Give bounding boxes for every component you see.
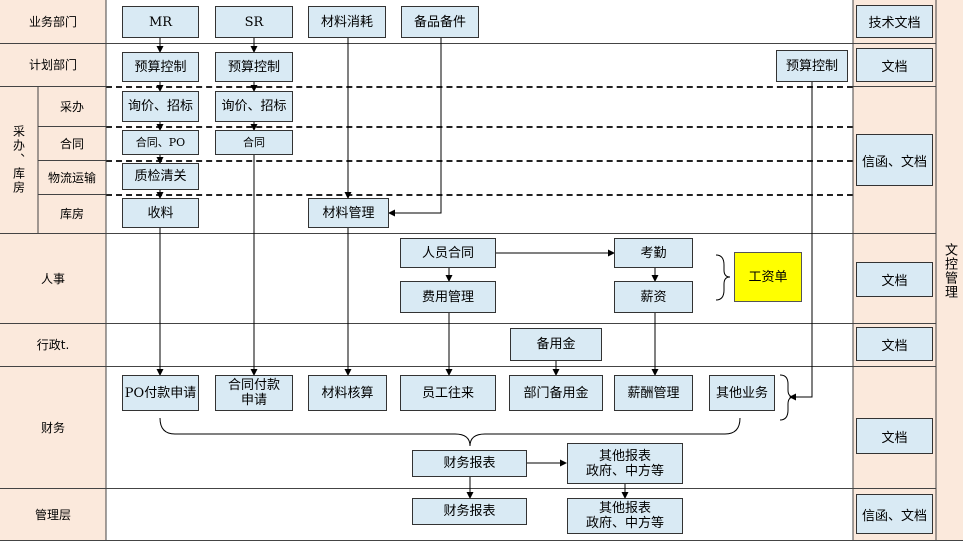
staff-contract-box[interactable]: 人员合同	[400, 238, 496, 268]
qc-customs-box[interactable]: 质检清关	[122, 163, 199, 190]
staff-transactions-box[interactable]: 员工往来	[400, 375, 496, 411]
dashed-separator	[106, 126, 853, 128]
inquiry-tender-box[interactable]: 询价、招标	[215, 91, 293, 122]
doc-control-text: 文控管理	[942, 242, 957, 299]
dashed-separator	[106, 194, 853, 196]
other-business-box[interactable]: 其他业务	[709, 375, 775, 411]
divider	[38, 160, 106, 161]
other-report-line2: 政府、中方等	[585, 463, 664, 479]
lane-label-planning: 计划部门	[28, 58, 77, 72]
payroll-box[interactable]: 工资单	[734, 252, 802, 302]
sr-box[interactable]: SR	[215, 6, 293, 38]
expense-management-box[interactable]: 费用管理	[400, 281, 496, 313]
divider	[0, 323, 936, 324]
contract-po-box[interactable]: 合同、PO	[122, 130, 199, 155]
doc-business[interactable]: 技术文档	[856, 5, 933, 38]
salary-box[interactable]: 薪资	[614, 281, 693, 313]
doc-admin[interactable]: 文档	[856, 327, 933, 361]
lane-label-management: 管理层	[34, 508, 71, 522]
management-financial-report-box[interactable]: 财务报表	[412, 498, 527, 525]
lane-label-purchasing-group: 采办、库房	[0, 86, 38, 233]
doc-hr[interactable]: 文档	[856, 262, 933, 297]
lane-label-admin: 行政t.	[36, 338, 70, 352]
attendance-box[interactable]: 考勤	[614, 238, 693, 268]
lane-label-finance: 财务	[40, 420, 65, 435]
inquiry-tender-box[interactable]: 询价、招标	[122, 91, 199, 122]
contract-payment-request-box[interactable]: 合同付款申请	[215, 375, 293, 411]
salary-management-box[interactable]: 薪酬管理	[614, 375, 693, 411]
divider	[38, 126, 106, 127]
contract-box[interactable]: 合同	[215, 130, 293, 155]
doc-finance[interactable]: 文档	[856, 418, 933, 454]
lane-label-contract: 合同	[59, 136, 84, 151]
other-report-box[interactable]: 其他报表 政府、中方等	[567, 443, 683, 484]
dashed-separator	[106, 86, 853, 88]
doc-control-label: 文控管理	[936, 0, 963, 541]
doc-planning[interactable]: 文档	[856, 48, 933, 82]
budget-control-box[interactable]: 预算控制	[122, 52, 199, 82]
mr-box[interactable]: MR	[122, 6, 199, 38]
po-payment-request-box[interactable]: PO付款申请	[122, 375, 199, 411]
material-accounting-box[interactable]: 材料核算	[308, 375, 387, 411]
receive-material-box[interactable]: 收料	[122, 198, 199, 228]
dashed-separator	[106, 160, 853, 162]
mgmt-other-report-line2: 政府、中方等	[585, 516, 664, 531]
divider	[0, 366, 936, 367]
spare-parts-box[interactable]: 备品备件	[401, 6, 479, 38]
divider	[38, 194, 106, 195]
petty-cash-box[interactable]: 备用金	[510, 328, 602, 361]
divider	[0, 488, 936, 489]
divider	[0, 233, 936, 234]
lane-label-purchase: 采办	[59, 99, 84, 114]
management-other-report-box[interactable]: 其他报表 政府、中方等	[567, 498, 683, 534]
mgmt-other-report-line1: 其他报表	[598, 501, 651, 516]
financial-report-box[interactable]: 财务报表	[412, 450, 527, 477]
other-report-line1: 其他报表	[598, 448, 651, 464]
doc-management[interactable]: 信函、文档	[856, 494, 933, 534]
lane-label-business: 业务部门	[28, 15, 77, 29]
doc-purchasing[interactable]: 信函、文档	[856, 134, 933, 186]
divider	[0, 43, 936, 44]
divider	[0, 86, 106, 87]
budget-control-box[interactable]: 预算控制	[215, 52, 293, 82]
dept-petty-cash-box[interactable]: 部门备用金	[509, 375, 603, 411]
divider	[853, 86, 936, 87]
lane-label-hr: 人事	[40, 271, 65, 286]
purchasing-group-text: 采办、库房	[11, 124, 26, 195]
budget-control-box[interactable]: 预算控制	[776, 50, 848, 82]
lane-label-warehouse: 库房	[59, 207, 84, 221]
material-consume-box[interactable]: 材料消耗	[308, 6, 386, 38]
label-column-bg	[0, 0, 106, 541]
material-management-box[interactable]: 材料管理	[308, 198, 389, 228]
lane-label-logistics: 物流运输	[47, 170, 96, 185]
